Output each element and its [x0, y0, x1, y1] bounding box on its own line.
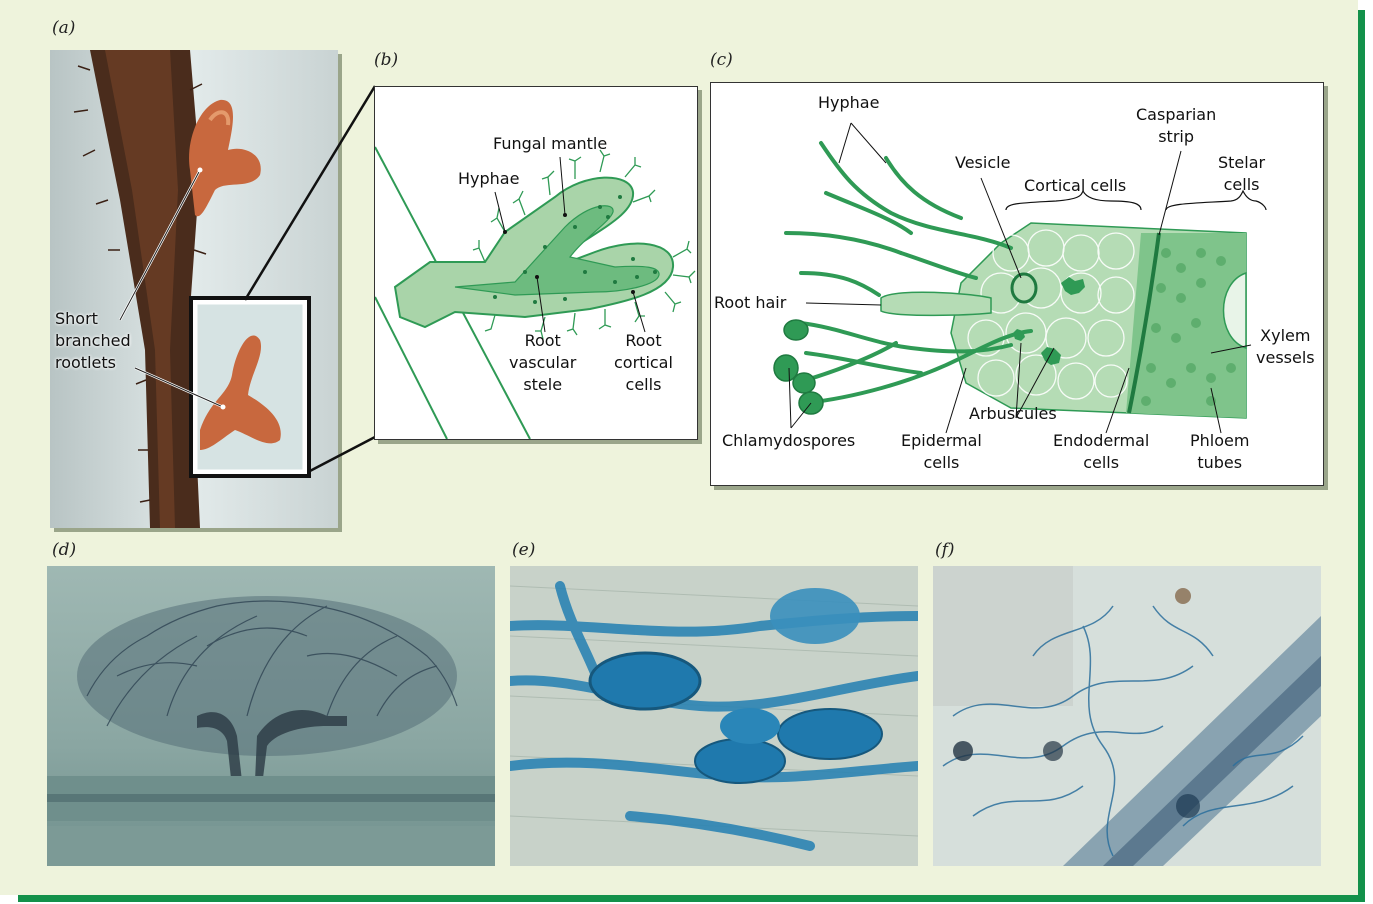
label-endodermal-cells: Endodermal cells [1053, 430, 1149, 474]
label-xylem-vessels: Xylem vessels [1256, 325, 1315, 369]
label-casparian-strip: Casparian strip [1136, 104, 1216, 148]
panel-d-arbuscule-micrograph [47, 566, 495, 866]
panel-c-arbuscular-diagram [710, 82, 1324, 486]
chlamydospores [774, 320, 823, 414]
label-hyphae-c: Hyphae [818, 92, 879, 114]
label-root-vascular-stele: Root vascular stele [509, 330, 576, 396]
root-hair [881, 292, 991, 315]
label-stelar-cells: Stelar cells [1218, 152, 1265, 196]
label-root-hair: Root hair [714, 292, 786, 314]
panel-f-hyphae-micrograph [933, 566, 1321, 866]
label-phloem-tubes: Phloem tubes [1190, 430, 1249, 474]
label-vesicle: Vesicle [955, 152, 1010, 174]
label-root-cortical-cells: Root cortical cells [614, 330, 673, 396]
label-chlamydospores: Chlamydospores [722, 430, 855, 452]
root-body [395, 178, 673, 327]
vesicle-large [590, 653, 700, 709]
panel-e-vesicle-micrograph [510, 566, 918, 866]
label-cortical-cells: Cortical cells [1024, 175, 1126, 197]
label-fungal-mantle: Fungal mantle [493, 133, 607, 155]
label-arbuscules: Arbuscules [969, 403, 1057, 425]
vesicle [1012, 274, 1036, 302]
label-hyphae-b: Hyphae [458, 168, 519, 190]
label-epidermal-cells: Epidermal cells [901, 430, 982, 474]
